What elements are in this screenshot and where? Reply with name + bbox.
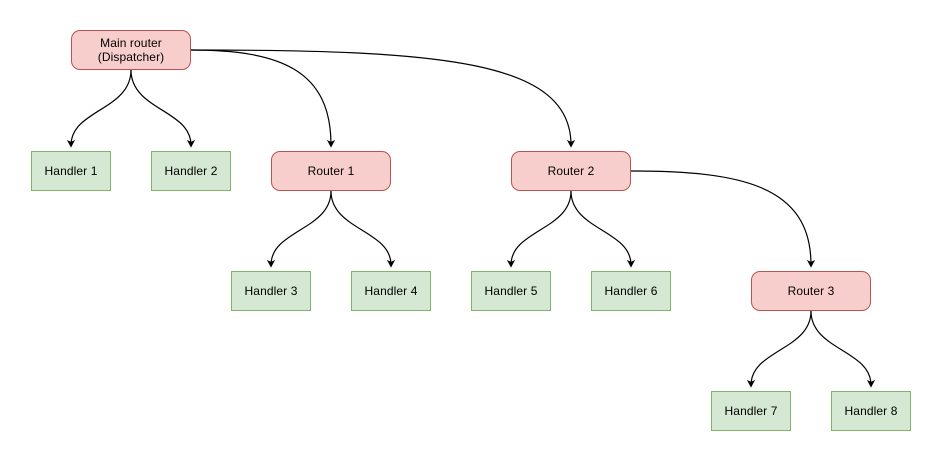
node-label-handler-5: Handler 5	[484, 284, 538, 298]
node-router-1[interactable]: Router 1	[271, 151, 391, 191]
edge-main-router-to-handler-2	[130, 69, 196, 148]
node-router-2[interactable]: Router 2	[511, 151, 631, 191]
node-main-router[interactable]: Main router (Dispatcher)	[71, 30, 191, 70]
node-label-handler-4: Handler 4	[364, 284, 418, 298]
node-handler-7[interactable]: Handler 7	[711, 391, 791, 431]
node-label-handler-6: Handler 6	[604, 284, 658, 298]
edge-main-router-to-router-2	[190, 49, 576, 148]
node-handler-3[interactable]: Handler 3	[231, 271, 311, 311]
node-label-handler-2: Handler 2	[164, 164, 218, 178]
node-label-main-router: Main router (Dispatcher)	[97, 36, 165, 64]
node-label-handler-8: Handler 8	[844, 404, 898, 418]
edge-router-3-to-handler-8	[810, 310, 876, 388]
node-label-handler-7: Handler 7	[724, 404, 778, 418]
edge-main-router-to-handler-1	[66, 69, 132, 148]
node-label-router-1: Router 1	[307, 164, 355, 178]
edge-group	[66, 49, 876, 388]
edge-router-2-to-handler-5	[506, 190, 572, 268]
edge-router-1-to-handler-3	[266, 190, 332, 268]
node-handler-4[interactable]: Handler 4	[351, 271, 431, 311]
edge-main-router-to-router-1	[190, 49, 336, 148]
node-label-router-2: Router 2	[547, 164, 595, 178]
node-router-3[interactable]: Router 3	[751, 271, 871, 311]
edge-router-1-to-handler-4	[330, 190, 396, 268]
node-handler-2[interactable]: Handler 2	[151, 151, 231, 191]
node-handler-6[interactable]: Handler 6	[591, 271, 671, 311]
edge-router-2-to-router-3	[630, 170, 816, 268]
node-handler-5[interactable]: Handler 5	[471, 271, 551, 311]
node-label-router-3: Router 3	[787, 284, 835, 298]
edge-router-2-to-handler-6	[570, 190, 636, 268]
node-label-handler-3: Handler 3	[244, 284, 298, 298]
node-handler-8[interactable]: Handler 8	[831, 391, 911, 431]
node-handler-1[interactable]: Handler 1	[31, 151, 111, 191]
edge-router-3-to-handler-7	[746, 310, 812, 388]
node-label-handler-1: Handler 1	[44, 164, 98, 178]
